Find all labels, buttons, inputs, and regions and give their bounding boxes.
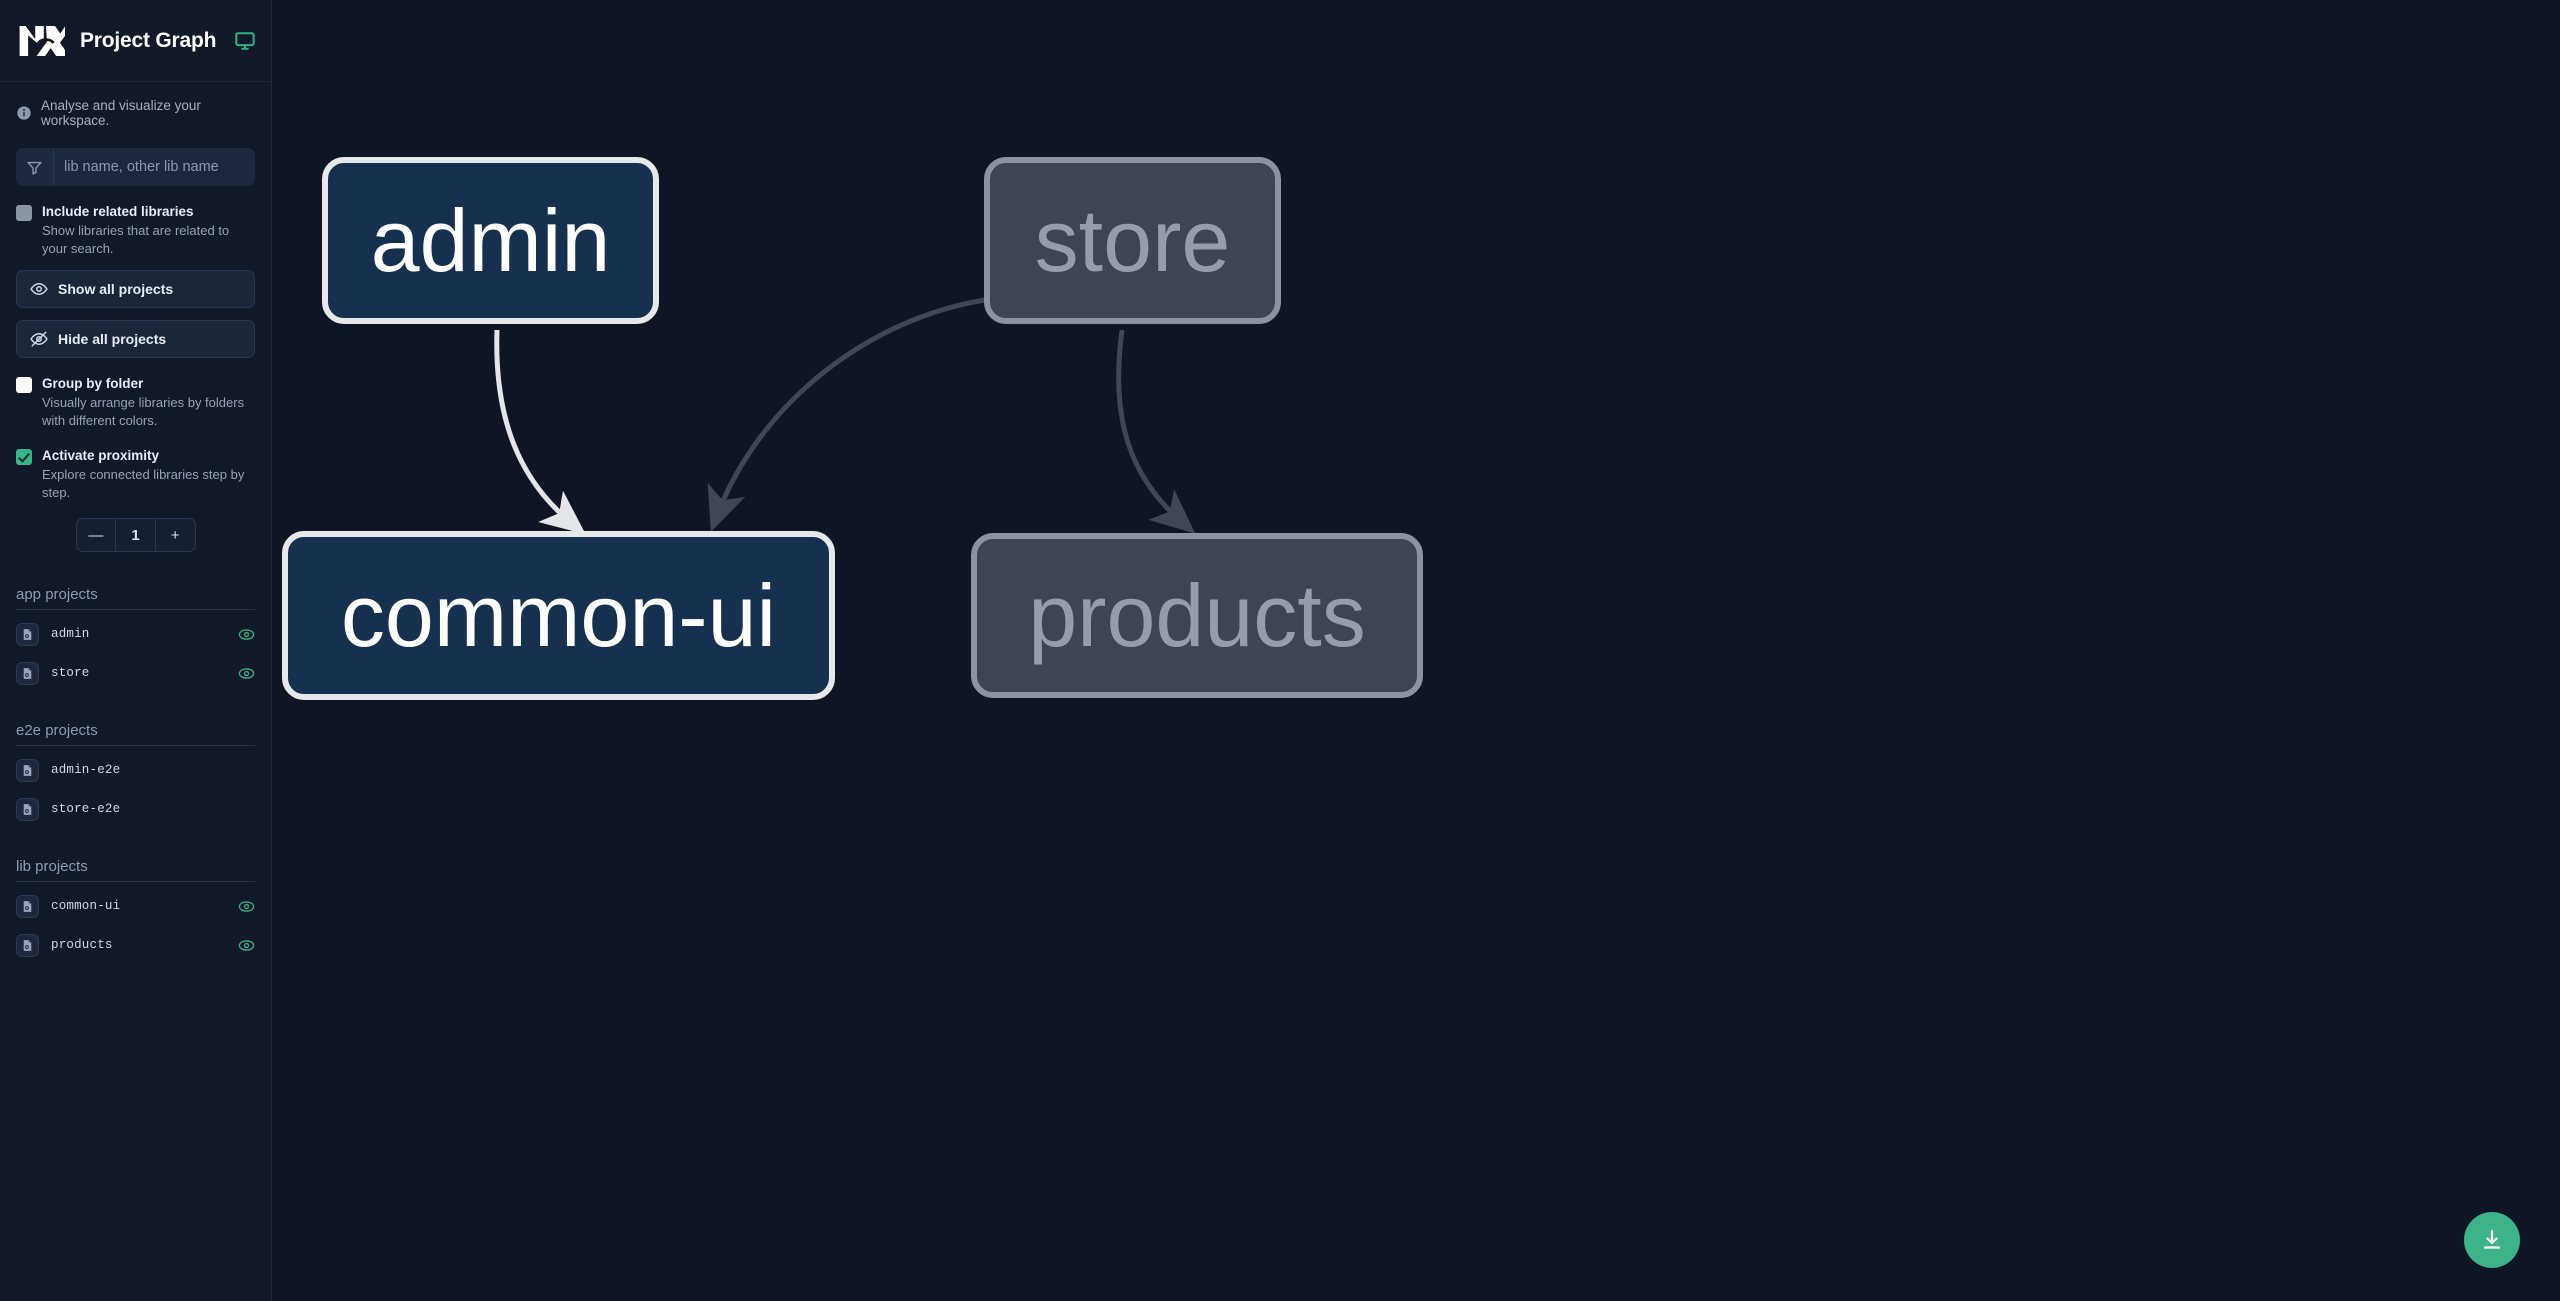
project-item-store-e2e[interactable]: store-e2e (16, 794, 255, 824)
project-file-icon-glyph (23, 939, 32, 951)
include-related-libraries-checkbox[interactable] (16, 205, 32, 221)
tagline-text: Analyse and visualize your workspace. (41, 98, 201, 128)
activate-proximity-checkbox[interactable] (16, 449, 32, 466)
edge-admin-to-common-ui (494, 329, 586, 535)
graph-node-label: store (1034, 190, 1231, 290)
proximity-value: 1 (115, 519, 156, 552)
option-description: Explore connected libraries step by step… (42, 467, 245, 501)
group-by-folder-checkbox[interactable] (16, 377, 32, 394)
project-item-common-ui[interactable]: common-ui (16, 891, 255, 921)
show-all-projects-button[interactable]: Show all projects (16, 270, 255, 309)
eye-off-icon (30, 331, 48, 347)
edge-store-to-products (1116, 329, 1196, 534)
sidebar-header: Project Graph (0, 0, 271, 82)
graph-node-store[interactable]: store (984, 157, 1281, 324)
project-file-icon (16, 758, 39, 782)
option-activate-proximity[interactable]: Activate proximity Explore connected lib… (16, 447, 255, 502)
option-title: Include related libraries (42, 204, 194, 219)
page-title: Project Graph (80, 28, 217, 52)
project-item-admin-e2e[interactable]: admin-e2e (16, 755, 255, 785)
hide-all-projects-label: Hide all projects (58, 331, 167, 348)
project-file-icon-glyph (23, 764, 32, 776)
project-name: store (51, 666, 90, 681)
search-field[interactable] (16, 148, 255, 186)
project-file-icon (16, 622, 39, 646)
option-group-by-folder[interactable]: Group by folder Visually arrange librari… (16, 375, 255, 430)
group-title-e2e-projects: e2e projects (16, 722, 255, 747)
eye-icon (30, 283, 48, 296)
graph-canvas[interactable]: admin store common-ui products (272, 0, 2560, 1301)
project-file-icon (16, 933, 39, 957)
proximity-stepper[interactable]: — 1 + (75, 518, 196, 553)
group-title-app-projects: app projects (16, 586, 255, 611)
project-name: store-e2e (51, 802, 121, 817)
group-title-lib-projects: lib projects (16, 858, 255, 883)
project-item-products[interactable]: products (16, 930, 255, 960)
info-icon (17, 106, 31, 120)
project-item-admin[interactable]: admin (16, 619, 255, 649)
project-file-icon (16, 797, 39, 821)
graph-node-products[interactable]: products (971, 533, 1423, 698)
project-file-icon-glyph (23, 667, 32, 679)
project-file-icon (16, 661, 39, 685)
option-description: Visually arrange libraries by folders wi… (42, 395, 245, 429)
graph-node-admin[interactable]: admin (322, 157, 659, 324)
show-all-projects-label: Show all projects (58, 281, 174, 298)
funnel-icon (27, 161, 42, 175)
project-name: common-ui (51, 899, 121, 914)
download-icon (2483, 1229, 2501, 1249)
sidebar-body: Include related libraries Show libraries… (0, 138, 271, 960)
visibility-eye-icon[interactable] (238, 626, 255, 643)
option-include-related-libraries[interactable]: Include related libraries Show libraries… (16, 203, 255, 258)
edge-store-to-common-ui (707, 297, 986, 533)
proximity-increment-button[interactable]: + (170, 526, 180, 544)
graph-edges-layer (494, 297, 1196, 535)
visibility-eye-icon[interactable] (238, 937, 255, 954)
graph-node-label: admin (370, 190, 611, 290)
hide-all-projects-button[interactable]: Hide all projects (16, 320, 255, 359)
project-name: admin-e2e (51, 763, 121, 778)
project-item-store[interactable]: store (16, 658, 255, 688)
filter-icon-box (16, 148, 54, 186)
graph-node-common-ui[interactable]: common-ui (282, 531, 835, 700)
tagline: Analyse and visualize your workspace. (0, 82, 271, 138)
graph-node-label: products (1028, 565, 1366, 665)
project-file-icon-glyph (23, 900, 32, 912)
nx-logo (17, 25, 65, 56)
project-file-icon (16, 894, 39, 918)
project-file-icon-glyph (23, 628, 32, 640)
option-title: Group by folder (42, 376, 144, 392)
visibility-eye-icon[interactable] (238, 898, 255, 915)
proximity-decrement-button[interactable]: — (88, 526, 104, 544)
graph-node-label: common-ui (340, 565, 777, 665)
option-title: Activate proximity (42, 448, 160, 464)
sidebar: Project Graph Analyse and visualize your… (0, 0, 272, 1301)
monitor-icon[interactable] (234, 30, 256, 52)
project-name: admin (51, 627, 90, 642)
project-name: products (51, 938, 113, 953)
download-graph-button[interactable] (2464, 1212, 2520, 1268)
search-input[interactable] (54, 148, 255, 186)
option-description: Show libraries that are related to your … (42, 223, 230, 257)
project-file-icon-glyph (23, 803, 32, 815)
visibility-eye-icon[interactable] (238, 665, 255, 682)
